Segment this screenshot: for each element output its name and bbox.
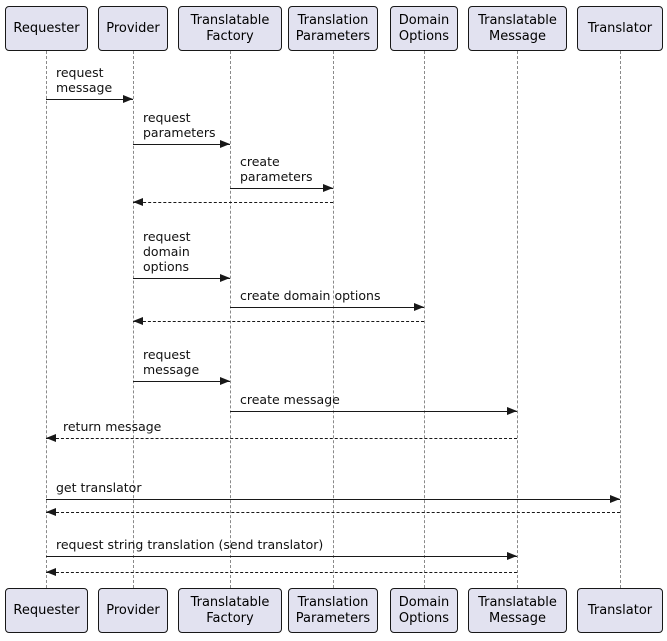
lifeline-domain-options <box>424 51 425 588</box>
lifeline-translation-parameters <box>333 51 334 588</box>
lifeline-translatable-factory <box>230 51 231 588</box>
lifeline-translator <box>620 51 621 588</box>
arrow-line <box>133 321 424 322</box>
participant-bottom-translator: Translator <box>577 588 663 633</box>
lifeline-requester <box>46 51 47 588</box>
arrowhead-left-icon <box>46 568 56 576</box>
arrowhead-right-icon <box>414 303 424 311</box>
message-label: get translator <box>56 480 142 495</box>
arrow-line <box>230 188 333 189</box>
participant-bottom-provider: Provider <box>98 588 168 633</box>
arrow-line <box>46 99 133 100</box>
arrowhead-left-icon <box>46 434 56 442</box>
arrowhead-right-icon <box>610 495 620 503</box>
message-label: request parameters <box>143 110 216 140</box>
arrow-line <box>230 307 424 308</box>
lifeline-translatable-message <box>517 51 518 588</box>
arrow-line <box>46 556 517 557</box>
message-label: create message <box>240 392 340 407</box>
participant-top-domain-options: Domain Options <box>390 6 458 51</box>
participant-top-translatable-factory: Translatable Factory <box>178 6 282 51</box>
arrowhead-right-icon <box>220 377 230 385</box>
message-label: request domain options <box>143 229 191 274</box>
participant-top-requester: Requester <box>5 6 88 51</box>
arrowhead-right-icon <box>220 274 230 282</box>
arrow-line <box>230 411 517 412</box>
participant-bottom-domain-options: Domain Options <box>390 588 458 633</box>
participant-top-translation-parameters: Translation Parameters <box>288 6 378 51</box>
participant-bottom-translatable-message: Translatable Message <box>468 588 567 633</box>
arrow-line <box>46 512 620 513</box>
arrow-line <box>46 438 517 439</box>
participant-top-translatable-message: Translatable Message <box>468 6 567 51</box>
arrowhead-right-icon <box>220 140 230 148</box>
arrow-line <box>133 278 230 279</box>
arrow-line <box>133 202 333 203</box>
message-label: return message <box>63 419 162 434</box>
message-label: create domain options <box>240 288 381 303</box>
message-label: request string translation (send transla… <box>56 537 324 552</box>
arrow-line <box>46 572 517 573</box>
participant-top-translator: Translator <box>577 6 663 51</box>
arrowhead-left-icon <box>133 198 143 206</box>
arrowhead-right-icon <box>507 407 517 415</box>
arrowhead-right-icon <box>123 95 133 103</box>
arrowhead-left-icon <box>46 508 56 516</box>
arrowhead-left-icon <box>133 317 143 325</box>
participant-top-provider: Provider <box>98 6 168 51</box>
message-label: request message <box>143 347 200 377</box>
arrow-line <box>133 144 230 145</box>
arrowhead-right-icon <box>323 184 333 192</box>
arrowhead-right-icon <box>507 552 517 560</box>
participant-bottom-translatable-factory: Translatable Factory <box>178 588 282 633</box>
arrow-line <box>133 381 230 382</box>
participant-bottom-requester: Requester <box>5 588 88 633</box>
arrow-line <box>46 499 620 500</box>
participant-bottom-translation-parameters: Translation Parameters <box>288 588 378 633</box>
message-label: request message <box>56 65 113 95</box>
message-label: create parameters <box>240 154 313 184</box>
